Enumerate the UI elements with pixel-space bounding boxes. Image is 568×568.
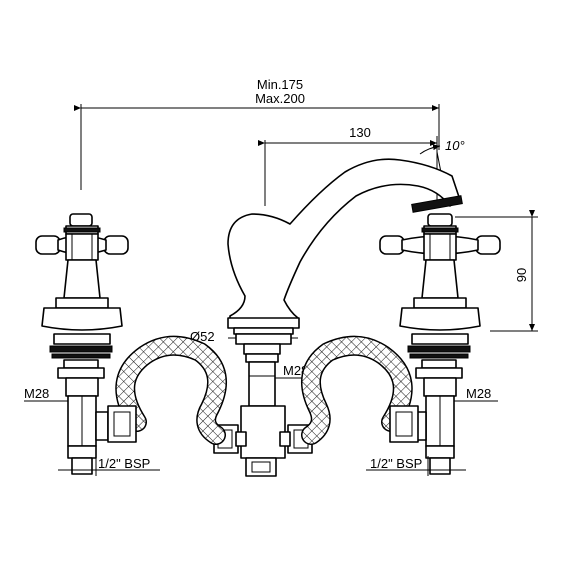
span-dimension: Min.175 Max.200 <box>74 77 440 190</box>
hose-left <box>115 335 227 445</box>
span-min-label: Min.175 <box>257 77 303 92</box>
angle-label: 10° <box>445 138 465 153</box>
hose-right <box>301 335 413 445</box>
left-bsp-label: 1/2" BSP <box>98 456 150 471</box>
left-thread-label: M28 <box>24 386 49 401</box>
right-thread-label: M28 <box>466 386 491 401</box>
height-label: 90 <box>514 268 529 282</box>
left-tap: M28 1/2" BSP <box>24 213 160 476</box>
right-tap: M28 1/2" BSP <box>366 213 501 476</box>
right-bsp-label: 1/2" BSP <box>370 456 422 471</box>
reach-label: 130 <box>349 125 371 140</box>
span-max-label: Max.200 <box>255 91 305 106</box>
height-dimension: 90 <box>455 210 538 332</box>
